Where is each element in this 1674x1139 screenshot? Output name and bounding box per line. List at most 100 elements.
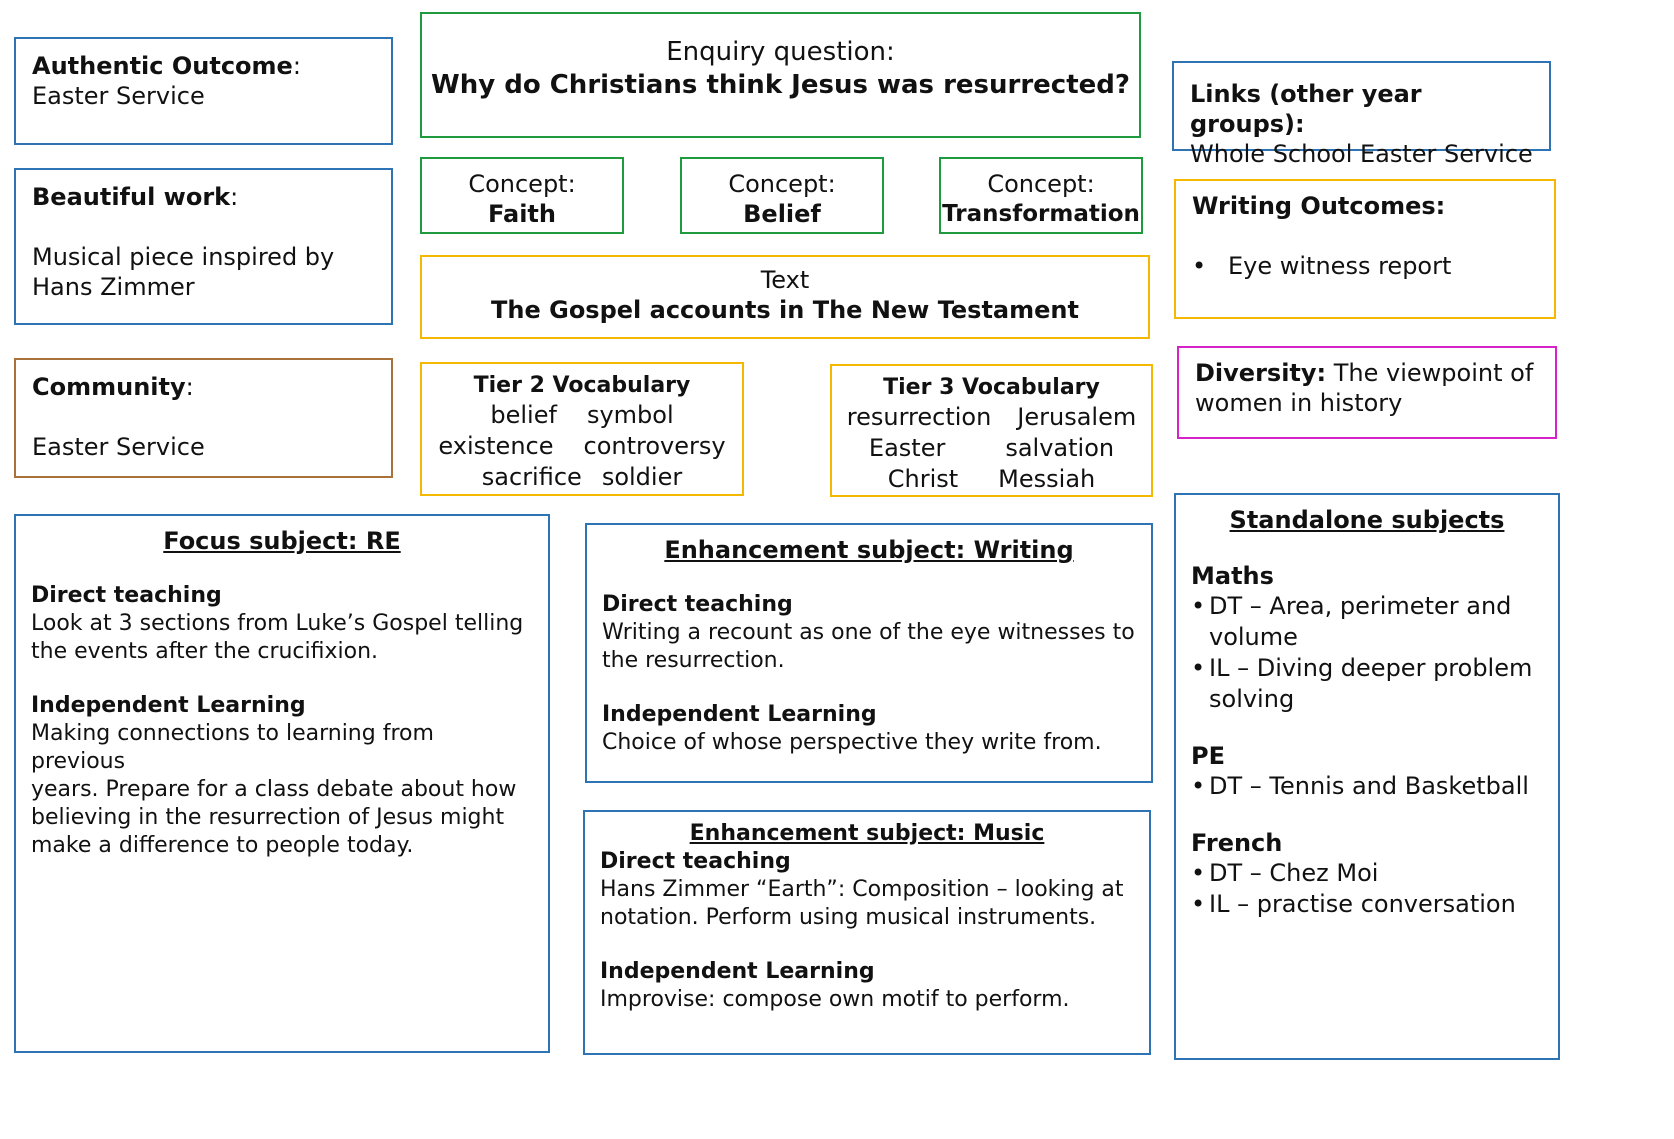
vocab-word: controversy — [583, 432, 726, 460]
bullet-icon: • — [1191, 772, 1206, 800]
enh-writing-direct-line: Writing a recount as one of the eye witn… — [602, 620, 1135, 645]
list-item: • DT – Chez Moi — [1191, 858, 1543, 889]
enh-music-direct-line: Hans Zimmer “Earth”: Composition – looki… — [600, 877, 1124, 902]
enh-music-title: Enhancement subject: Music — [689, 821, 1045, 846]
tier2-title: Tier 2 Vocabulary — [473, 373, 691, 398]
focus-indep-line: years. Prepare for a class debate about … — [31, 777, 517, 802]
enh-music-indep-line: Improvise: compose own motif to perform. — [600, 987, 1070, 1012]
tier2-vocabulary-box: Tier 2 Vocabulary belief symbol existenc… — [420, 362, 744, 496]
concept-label: Concept: — [468, 170, 576, 198]
tier3-vocabulary-box: Tier 3 Vocabulary resurrection Jerusalem… — [830, 364, 1153, 497]
focus-direct-line: Look at 3 sections from Luke’s Gospel te… — [31, 611, 524, 636]
vocab-word: Jerusalem — [1017, 403, 1137, 431]
tier3-row: Easter salvation — [832, 433, 1151, 464]
writing-outcomes-box: Writing Outcomes: • Eye witness report — [1174, 179, 1556, 319]
french-label: French — [1191, 829, 1283, 857]
diversity-box: Diversity: The viewpoint of women in his… — [1177, 346, 1557, 439]
standalone-subjects-box: Standalone subjects Maths • DT – Area, p… — [1174, 493, 1560, 1060]
concept-value: Belief — [743, 200, 821, 228]
bullet-icon: • — [1191, 890, 1206, 918]
independent-learning-label: Independent Learning — [602, 702, 877, 727]
beautiful-work-label: Beautiful work — [32, 183, 231, 211]
direct-teaching-label: Direct teaching — [31, 583, 222, 608]
text-box: Text The Gospel accounts in The New Test… — [420, 255, 1150, 339]
french-item: DT – Chez Moi — [1209, 859, 1379, 887]
direct-teaching-label: Direct teaching — [602, 592, 793, 617]
enh-writing-title: Enhancement subject: Writing — [664, 536, 1074, 564]
focus-indep-line: Making connections to learning from prev… — [31, 721, 434, 774]
vocab-word: Christ — [887, 465, 959, 493]
authentic-outcome-box: Authentic Outcome: Easter Service — [14, 37, 393, 145]
enh-music-direct-line: notation. Perform using musical instrume… — [600, 905, 1097, 930]
enquiry-question-box: Enquiry question: Why do Christians thin… — [420, 12, 1141, 138]
list-item: • Eye witness report — [1192, 251, 1538, 282]
bullet-icon: • — [1191, 654, 1206, 682]
maths-item: DT – Area, perimeter and volume — [1209, 592, 1512, 651]
tier2-row: sacrifice soldier — [422, 462, 742, 493]
vocab-word: resurrection — [846, 403, 992, 431]
list-item: • IL – Diving deeper problem solving — [1191, 653, 1543, 715]
enhancement-music-box: Enhancement subject: Music Direct teachi… — [583, 810, 1151, 1055]
focus-indep-line: make a difference to people today. — [31, 833, 414, 858]
list-item: • IL – practise conversation — [1191, 889, 1543, 920]
beautiful-work-line2: Hans Zimmer — [32, 273, 195, 301]
beautiful-work-line1: Musical piece inspired by — [32, 243, 335, 271]
writing-outcome-item: Eye witness report — [1228, 252, 1452, 280]
bullet-icon: • — [1191, 859, 1206, 887]
enh-writing-direct-line: the resurrection. — [602, 648, 785, 673]
links-box: Links (other year groups): Whole School … — [1172, 61, 1551, 168]
beautiful-work-box: Beautiful work: Musical piece inspired b… — [14, 168, 393, 325]
links-label: Links (other year groups): — [1190, 80, 1422, 138]
concept-value: Transformation — [942, 201, 1140, 227]
vocab-word: sacrifice — [481, 463, 582, 491]
focus-indep-line: believing in the resurrection of Jesus m… — [31, 805, 505, 830]
writing-outcomes-label: Writing Outcomes: — [1192, 192, 1446, 220]
list-item: • DT – Area, perimeter and volume — [1191, 591, 1543, 653]
enquiry-question: Why do Christians think Jesus was resurr… — [431, 70, 1130, 100]
text-label: Text — [760, 266, 810, 294]
text-value: The Gospel accounts in The New Testament — [491, 296, 1079, 324]
enh-writing-indep-line: Choice of whose perspective they write f… — [602, 730, 1102, 755]
tier2-row: existence controversy — [422, 431, 742, 462]
vocab-word: soldier — [601, 463, 683, 491]
vocab-word: salvation — [1005, 434, 1115, 462]
community-value: Easter Service — [32, 433, 205, 461]
links-value: Whole School Easter Service — [1190, 140, 1533, 168]
focus-direct-line: the events after the crucifixion. — [31, 639, 379, 664]
pe-label: PE — [1191, 742, 1225, 770]
concept-transformation-box: Concept: Transformation — [939, 157, 1143, 234]
concept-belief-box: Concept: Belief — [680, 157, 884, 234]
tier2-row: belief symbol — [422, 400, 742, 431]
concept-value: Faith — [488, 200, 556, 228]
bullet-icon: • — [1191, 592, 1206, 620]
concept-faith-box: Concept: Faith — [420, 157, 624, 234]
independent-learning-label: Independent Learning — [31, 693, 306, 718]
independent-learning-label: Independent Learning — [600, 959, 875, 984]
authentic-outcome-label: Authentic Outcome — [32, 52, 293, 80]
enhancement-writing-box: Enhancement subject: Writing Direct teac… — [585, 523, 1153, 783]
tier3-row: Christ Messiah — [832, 464, 1151, 495]
bullet-icon: • — [1192, 252, 1207, 280]
focus-title: Focus subject: RE — [163, 527, 401, 555]
vocab-word: Messiah — [998, 465, 1096, 493]
diversity-label: Diversity: — [1195, 359, 1327, 387]
vocab-word: symbol — [586, 401, 674, 429]
authentic-outcome-value: Easter Service — [32, 82, 205, 110]
vocab-word: belief — [490, 401, 557, 429]
diversity-line2: women in history — [1195, 389, 1403, 417]
list-item: • DT – Tennis and Basketball — [1191, 771, 1543, 802]
direct-teaching-label: Direct teaching — [600, 849, 791, 874]
vocab-word: existence — [438, 432, 554, 460]
tier3-title: Tier 3 Vocabulary — [883, 375, 1100, 400]
focus-subject-box: Focus subject: RE Direct teaching Look a… — [14, 514, 550, 1053]
diversity-line1: The viewpoint of — [1326, 359, 1534, 387]
maths-label: Maths — [1191, 562, 1274, 590]
community-box: Community: Easter Service — [14, 358, 393, 478]
enquiry-label: Enquiry question: — [666, 37, 895, 67]
pe-item: DT – Tennis and Basketball — [1209, 772, 1529, 800]
tier3-row: resurrection Jerusalem — [832, 402, 1151, 433]
community-label: Community — [32, 373, 186, 401]
concept-label: Concept: — [987, 170, 1095, 198]
vocab-word: Easter — [868, 434, 946, 462]
concept-label: Concept: — [728, 170, 836, 198]
